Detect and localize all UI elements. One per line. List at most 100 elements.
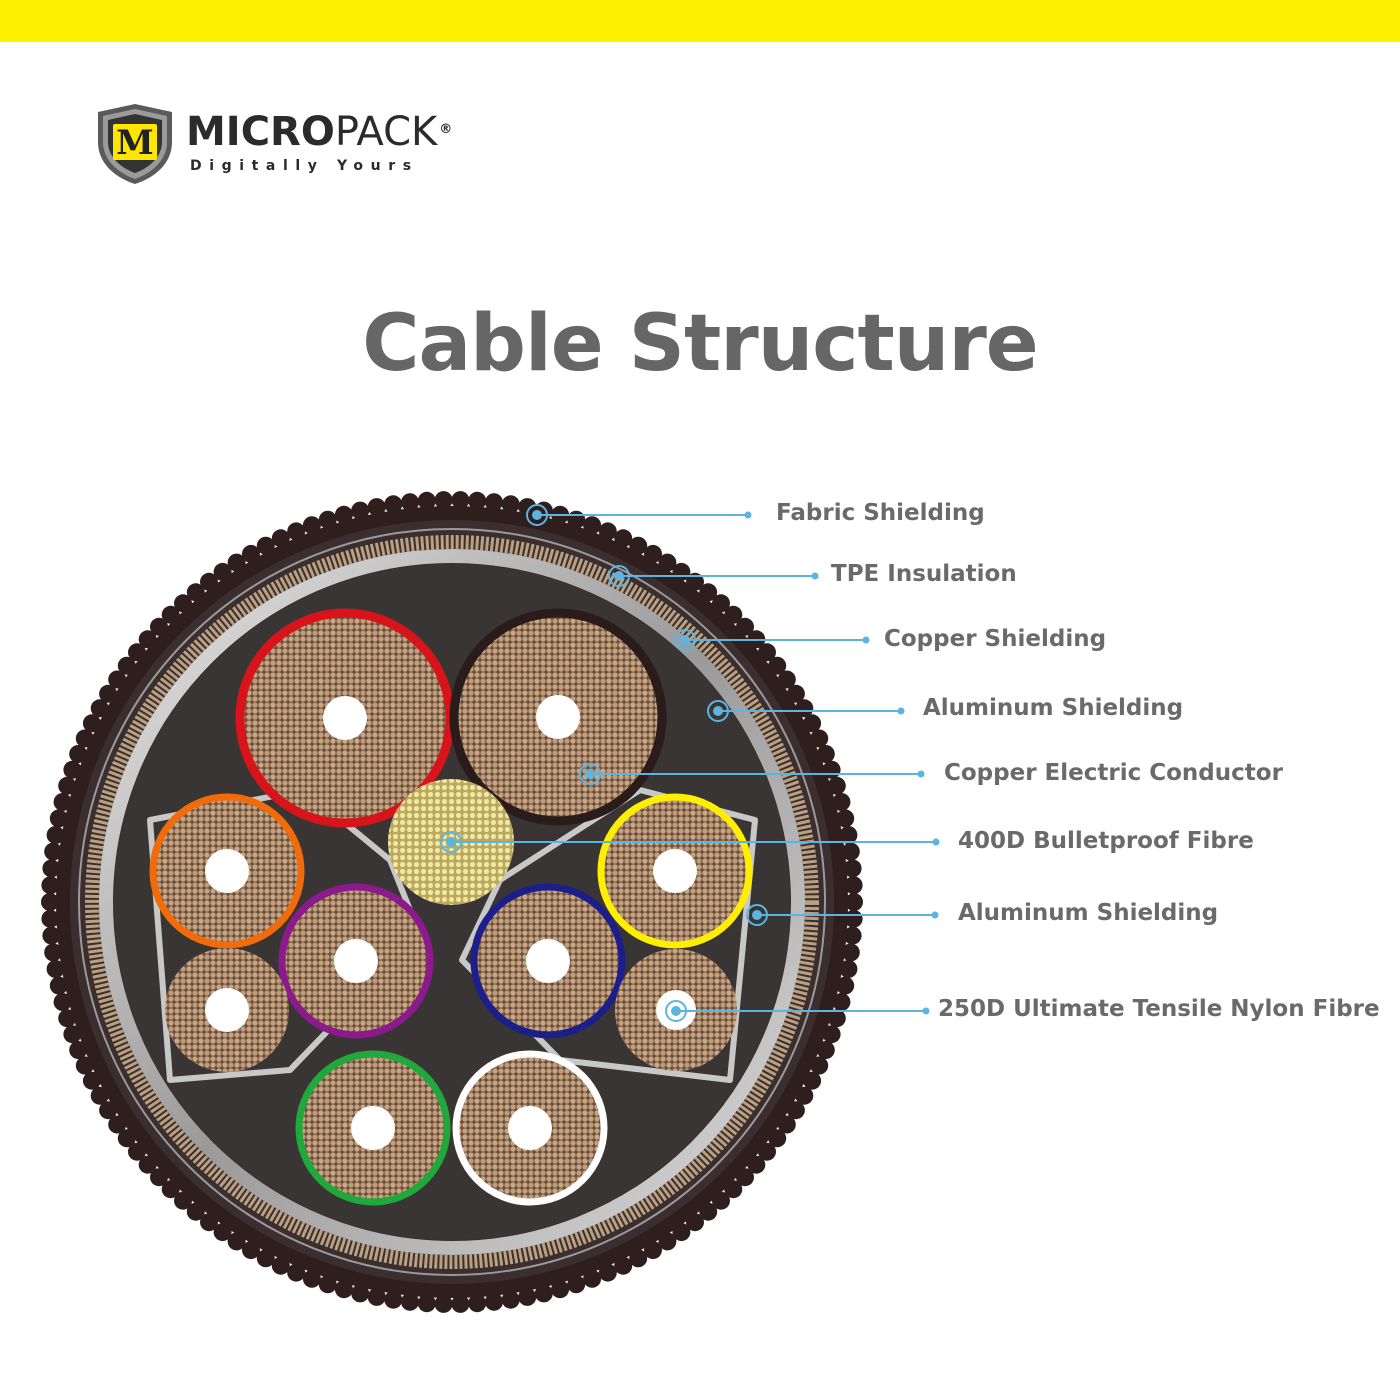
jacket-tooth xyxy=(839,960,858,978)
conductor-black xyxy=(449,608,667,826)
jacket-tooth xyxy=(451,491,470,510)
conductor-white xyxy=(452,1050,608,1206)
jacket-tooth xyxy=(75,1056,94,1075)
leader-end-dot xyxy=(917,770,925,778)
jacket-tooth xyxy=(401,493,419,512)
jacket-tooth xyxy=(810,1056,829,1075)
jacket-tooth xyxy=(843,926,862,945)
label-fabric-shielding: Fabric Shielding xyxy=(776,500,985,526)
jacket-tooth xyxy=(810,729,829,748)
conductor-plain-left xyxy=(165,948,289,1072)
leader-end-dot xyxy=(862,636,870,644)
jacket-tooth xyxy=(816,1041,835,1059)
jacket-tooth xyxy=(351,1284,370,1303)
jacket-tooth xyxy=(42,926,61,945)
jacket-tooth xyxy=(844,876,863,895)
jacket-tooth xyxy=(417,1294,436,1313)
copper-shielding xyxy=(85,535,819,1269)
label-aluminum-shielding-inner: Aluminum Shielding xyxy=(958,900,1219,926)
label-aluminum-shielding-outer: Aluminum Shielding xyxy=(923,695,1184,721)
jacket-tooth xyxy=(58,1009,77,1028)
jacket-tooth xyxy=(49,976,68,995)
jacket-tooth xyxy=(534,1284,553,1303)
leader-end-dot xyxy=(811,572,819,580)
jacket-tooth xyxy=(836,809,855,828)
jacket-tooth xyxy=(551,1280,570,1299)
jacket-tooth xyxy=(598,1263,617,1282)
leader-end-dot xyxy=(932,838,940,846)
brand-name: MICROPACK® xyxy=(186,110,452,154)
jacket-tooth xyxy=(384,1290,403,1309)
jacket-tooth xyxy=(334,505,353,524)
conductor-orange xyxy=(149,793,305,949)
jacket-tooth xyxy=(501,1290,520,1309)
jacket-tooth xyxy=(485,1292,503,1311)
jacket-tooth xyxy=(827,776,846,795)
jacket-tooth xyxy=(384,495,403,514)
jacket-tooth xyxy=(302,1269,321,1288)
micropack-logo: M MICROPACK® Digitally Yours xyxy=(94,102,474,186)
jacket-tooth xyxy=(49,809,68,828)
logo-letter: M xyxy=(116,123,154,163)
jacket-tooth xyxy=(44,842,63,861)
jacket-tooth xyxy=(501,495,520,514)
jacket-tooth xyxy=(53,993,72,1011)
jacket-tooth xyxy=(468,491,487,510)
top-accent-bar xyxy=(0,0,1400,42)
jacket-tooth xyxy=(41,876,60,895)
shield-logo-icon: M xyxy=(98,104,172,184)
jacket-tooth xyxy=(583,1269,602,1288)
leader-lines xyxy=(440,504,940,1022)
aluminum-shielding-outer xyxy=(99,549,805,1255)
page-title: Cable Structure xyxy=(362,299,1038,389)
label-tpe-insulation: TPE Insulation xyxy=(831,561,1017,587)
jacket-tooth xyxy=(46,826,65,844)
jacket-tooth xyxy=(287,1263,306,1282)
label-400d-bulletproof-fibre: 400D Bulletproof Fibre xyxy=(958,828,1254,854)
jacket-tooth xyxy=(318,1275,337,1294)
jacket-tooth xyxy=(75,729,94,748)
jacket-tooth xyxy=(518,498,537,517)
jacket-tooth xyxy=(41,893,59,911)
jacket-tooth xyxy=(417,491,436,510)
jacket-tooth xyxy=(841,842,860,861)
jacket-tooth xyxy=(839,826,858,844)
jacket-tooth xyxy=(69,1041,88,1059)
jacket-tooth xyxy=(434,491,453,510)
jacket-tooth xyxy=(41,909,60,928)
conductor-yellow xyxy=(597,793,753,949)
jacket-tooth xyxy=(434,1294,453,1313)
jacket-tooth xyxy=(845,893,863,911)
jacket-tooth xyxy=(583,516,602,535)
jacket-tooth xyxy=(367,1287,386,1306)
jacket-tooth xyxy=(468,1294,487,1313)
jacket-tooth xyxy=(401,1292,419,1311)
conductor-purple xyxy=(278,883,434,1039)
leader-end-dot xyxy=(744,511,752,519)
jacket-tooth xyxy=(46,960,65,978)
brand-name-bold: MICRO xyxy=(186,109,335,155)
jacket-tooth xyxy=(367,498,386,517)
brand-name-light: PACK xyxy=(334,109,438,155)
tpe-insulation-edge xyxy=(78,528,826,1276)
conductor-blue xyxy=(470,883,626,1039)
jacket-tooth xyxy=(63,1025,82,1044)
jacket-tooth xyxy=(832,993,851,1011)
jacket-tooth xyxy=(843,859,862,878)
jacket-tooth xyxy=(53,793,72,811)
jacket-tooth xyxy=(822,1025,841,1044)
registered-mark: ® xyxy=(439,122,453,137)
jacket-tooth xyxy=(63,760,82,779)
jacket-tooth xyxy=(832,793,851,811)
jacket-tooth xyxy=(69,745,88,763)
jacket-tooth xyxy=(451,1294,470,1313)
jacket-tooth xyxy=(44,943,63,962)
jacket-tooth xyxy=(816,745,835,763)
conductor-red xyxy=(235,608,455,828)
label-copper-electric-conductor: Copper Electric Conductor xyxy=(944,760,1283,786)
jacket-tooth xyxy=(334,1280,353,1299)
jacket-tooth xyxy=(827,1009,846,1028)
conductor-green xyxy=(295,1050,451,1206)
aluminum-shielding-right-group xyxy=(459,787,758,1083)
